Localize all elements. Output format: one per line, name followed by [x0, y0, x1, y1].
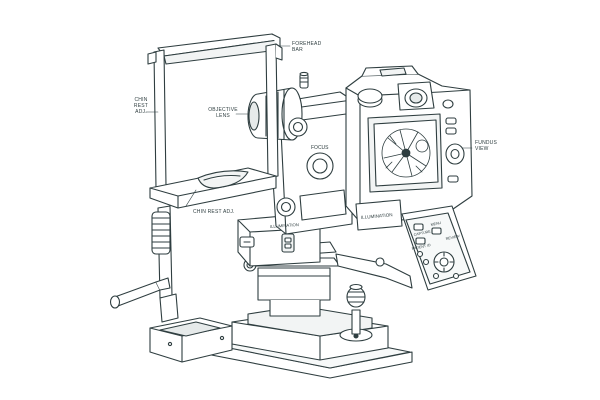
forehead-bar-callout: FOREHEAD BAR — [292, 41, 321, 53]
fundus-view-callout: FUNDUS VIEW — [475, 140, 497, 152]
joystick-pivot — [353, 333, 359, 339]
remote-capture-label: CAPTURE — [413, 229, 431, 237]
camera-button[interactable] — [442, 99, 454, 109]
joystick[interactable] — [339, 283, 373, 342]
fundus-image-icon — [381, 128, 431, 178]
callout-line: VIEW — [475, 146, 489, 152]
chin-rest — [149, 167, 277, 209]
remote-patient-label: PATIENT ID — [411, 243, 431, 251]
illumination-panel-label: ILLUMINATION — [361, 212, 393, 220]
illumination-panel — [355, 199, 403, 231]
remote-review-label: REVIEW — [445, 234, 460, 241]
remote-buttons[interactable] — [413, 223, 460, 280]
callout-line: REST — [133, 103, 149, 109]
dpad-icon[interactable] — [433, 251, 455, 273]
callout-line: BAR — [292, 47, 303, 53]
power-switch[interactable] — [239, 236, 255, 248]
head-frame-left-post — [147, 49, 167, 189]
camera-side-buttons[interactable] — [445, 117, 459, 183]
callout-line: FUNDUS — [475, 140, 498, 146]
focus-knob[interactable] — [306, 152, 334, 180]
chin-rest-adj-top-callout: CHIN REST ADJ. — [128, 97, 154, 115]
illumination-dial-label: ILLUMINATION — [270, 222, 299, 229]
column-bracket — [159, 293, 179, 323]
callout-line: LENS — [216, 113, 230, 119]
chin-rest-adj-knob[interactable] — [151, 211, 171, 255]
callout-line: CHIN REST ADJ. — [193, 209, 235, 215]
callout-line: OBJECTIVE — [208, 107, 238, 113]
camera-side-control[interactable] — [445, 143, 465, 165]
remote-arm — [335, 253, 413, 289]
head-frame-right-post — [265, 43, 283, 179]
chin-rest-adj-callout: CHIN REST ADJ. — [193, 209, 235, 215]
remote-menu-label: MENU — [430, 221, 442, 227]
camera-dial[interactable] — [357, 88, 383, 108]
callout-line: FOREHEAD — [292, 41, 322, 47]
base-foot — [149, 317, 233, 363]
side-knob[interactable] — [276, 197, 296, 217]
lens-knob[interactable] — [288, 117, 308, 137]
focus-label: FOCUS — [311, 145, 329, 151]
callout-line: ADJ. — [135, 109, 147, 115]
crank-handle[interactable] — [109, 277, 171, 309]
leader-lines — [145, 45, 473, 207]
forehead-bar — [157, 33, 281, 65]
callout-line: CHIN — [134, 97, 148, 103]
top-knob[interactable] — [299, 71, 309, 89]
viewfinder — [397, 81, 435, 111]
objective-lens-callout: OBJECTIVE LENS — [206, 107, 240, 119]
